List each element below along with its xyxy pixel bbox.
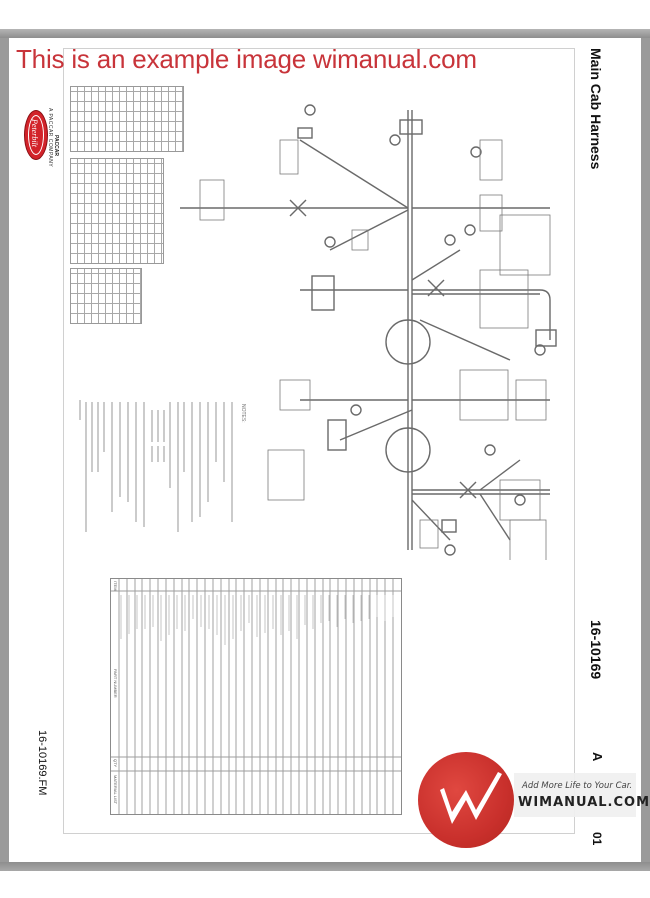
wimanual-banner[interactable]: Add More Life to Your Car. WIMANUAL.COM: [514, 773, 649, 817]
wiring-diagram: [180, 104, 557, 560]
logo-oval-ring: [28, 115, 44, 155]
frame-top-bevel: [0, 29, 650, 38]
drawing-title: Main Cab Harness: [588, 48, 604, 170]
revision-letter: A: [590, 752, 605, 762]
logo-caption-bold: PACCAR: [53, 135, 59, 157]
document-number: 16-10169: [588, 620, 604, 680]
connector-table-1: [70, 86, 184, 152]
wimanual-tagline: Add More Life to Your Car.: [522, 781, 633, 791]
wimanual-name[interactable]: WIMANUAL.COM: [518, 795, 650, 810]
bom-part-number-header: PART NUMBER: [113, 669, 118, 698]
bom-material-header: MATERIAL LIST: [113, 775, 118, 805]
watermark-text: This is an example image wimanual.com: [16, 44, 477, 74]
sheet-number: 01: [590, 832, 604, 846]
w-letter-icon: [440, 772, 502, 824]
logo-script-text: Peterbilt: [30, 119, 39, 147]
frame-bottom-bevel: [0, 862, 650, 871]
notes-text-lines: NOTES:: [79, 400, 246, 532]
notes-heading: NOTES:: [240, 404, 246, 423]
material-list-table: ITEM PART NUMBER QTY MATERIAL LIST: [110, 578, 402, 815]
material-list-grid: [111, 579, 401, 814]
wimanual-logo-icon: [418, 752, 514, 848]
connector-table-3: [70, 268, 142, 324]
connector-table-2: [70, 158, 164, 264]
notes-block: NOTES:: [72, 392, 262, 542]
logo-caption: A PACCAR COMPANY: [47, 108, 53, 168]
peterbilt-logo-icon: Peterbilt: [24, 110, 48, 160]
bom-qty-header: QTY: [113, 759, 118, 768]
bom-item-header: ITEM: [113, 581, 118, 591]
file-name: 16-10169.FM: [36, 730, 48, 796]
